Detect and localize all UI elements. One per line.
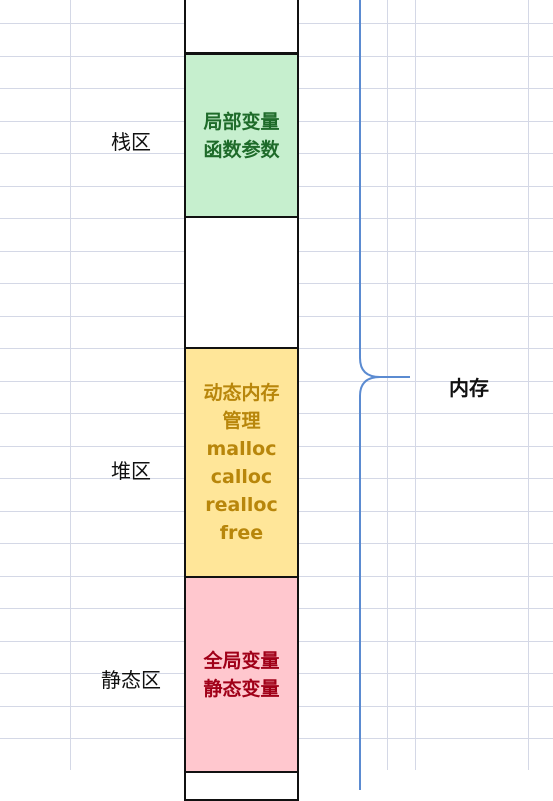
- memory-block-top-empty: [184, 0, 299, 54]
- stack-line-1: 局部变量: [203, 110, 280, 133]
- heap-block-text: 动态内存 管理 malloc calloc realloc free: [203, 379, 279, 547]
- heap-line-5: realloc: [205, 493, 278, 516]
- memory-block-gap: [184, 216, 299, 349]
- memory-brace: [359, 0, 410, 790]
- heap-line-3: malloc: [206, 437, 277, 460]
- brace-curve: [359, 0, 410, 790]
- heap-region-label: 堆区: [111, 459, 151, 483]
- grid-column-line: [415, 0, 416, 770]
- static-block-text: 全局变量 静态变量: [203, 647, 279, 703]
- memory-block-heap: 动态内存 管理 malloc calloc realloc free: [184, 347, 299, 578]
- memory-block-bottom-empty: [184, 771, 299, 801]
- static-line-2: 静态变量: [203, 677, 280, 700]
- heap-line-2: 管理: [222, 409, 261, 432]
- static-region-label: 静态区: [101, 668, 161, 692]
- memory-brace-label: 内存: [449, 376, 489, 400]
- heap-line-1: 动态内存: [203, 381, 280, 404]
- stack-region-label: 栈区: [111, 130, 151, 154]
- stack-block-text: 局部变量 函数参数: [203, 108, 279, 164]
- heap-line-4: calloc: [210, 465, 273, 488]
- static-line-1: 全局变量: [203, 649, 280, 672]
- stack-line-2: 函数参数: [203, 138, 280, 161]
- grid-column-line: [70, 0, 71, 770]
- memory-block-static: 全局变量 静态变量: [184, 576, 299, 773]
- heap-line-6: free: [219, 521, 264, 544]
- memory-block-stack: 局部变量 函数参数: [184, 53, 299, 218]
- grid-column-line: [387, 0, 388, 770]
- grid-column-line: [528, 0, 529, 770]
